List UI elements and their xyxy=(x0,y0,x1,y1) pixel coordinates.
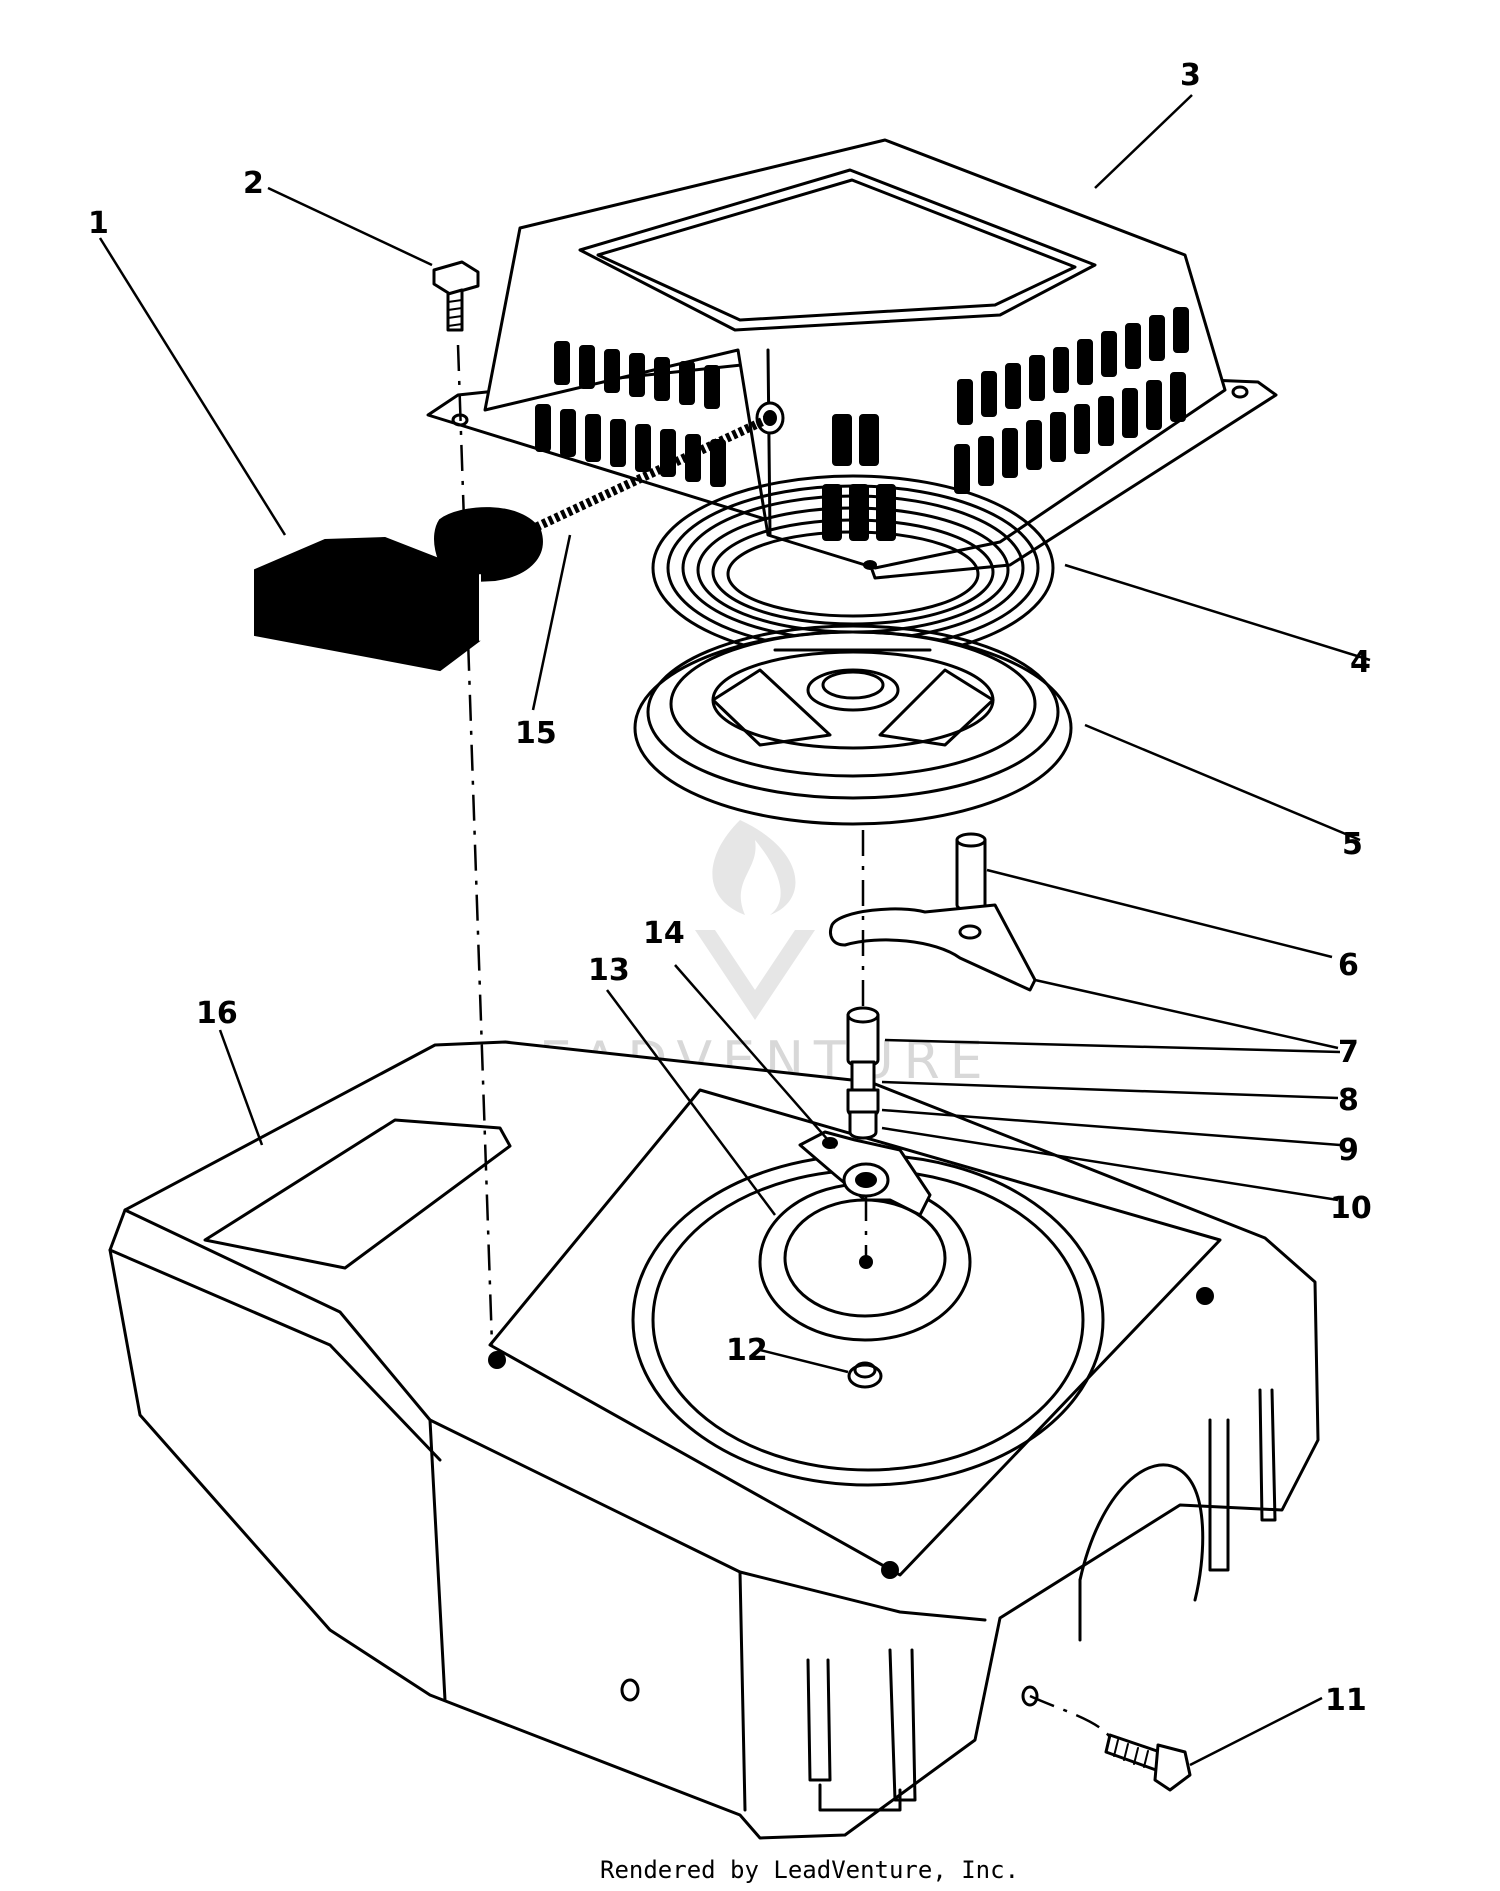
callout-8: 8 xyxy=(1338,1083,1359,1118)
starter-rope xyxy=(528,413,772,535)
callout-10: 10 xyxy=(1330,1191,1372,1226)
housing-bolt xyxy=(432,260,480,332)
callout-9: 9 xyxy=(1338,1133,1359,1168)
assembly-center-lines xyxy=(456,344,1114,1741)
front-vents xyxy=(822,414,896,541)
callout-1: 1 xyxy=(88,206,109,241)
callout-4: 4 xyxy=(1350,645,1371,680)
friction-plate xyxy=(798,1130,932,1217)
starter-handle xyxy=(254,507,543,672)
blower-housing-shroud xyxy=(108,1040,1320,1840)
shroud-screw xyxy=(1104,1733,1192,1792)
callout-6: 6 xyxy=(1338,948,1359,983)
callout-5: 5 xyxy=(1342,827,1363,862)
callout-13: 13 xyxy=(588,953,630,988)
footer-credit: Rendered by LeadVenture, Inc. xyxy=(600,1856,1019,1884)
pawl xyxy=(829,903,1037,992)
callout-11: 11 xyxy=(1325,1683,1367,1718)
right-vents xyxy=(954,307,1189,494)
starter-housing xyxy=(426,138,1278,580)
callout-12: 12 xyxy=(726,1333,768,1368)
center-bolt-stack xyxy=(846,1006,880,1140)
callout-14: 14 xyxy=(643,916,685,951)
callout-16: 16 xyxy=(196,996,238,1031)
callout-2: 2 xyxy=(243,166,264,201)
callout-labels: 1 2 3 4 5 6 7 8 9 10 11 12 13 14 15 16 xyxy=(88,58,1372,1718)
rope-pulley xyxy=(633,624,1073,826)
callout-15: 15 xyxy=(515,716,557,751)
pawl-spring xyxy=(955,832,987,912)
callout-7: 7 xyxy=(1338,1035,1359,1070)
leader-lines xyxy=(98,94,1371,1767)
callout-3: 3 xyxy=(1180,58,1201,93)
